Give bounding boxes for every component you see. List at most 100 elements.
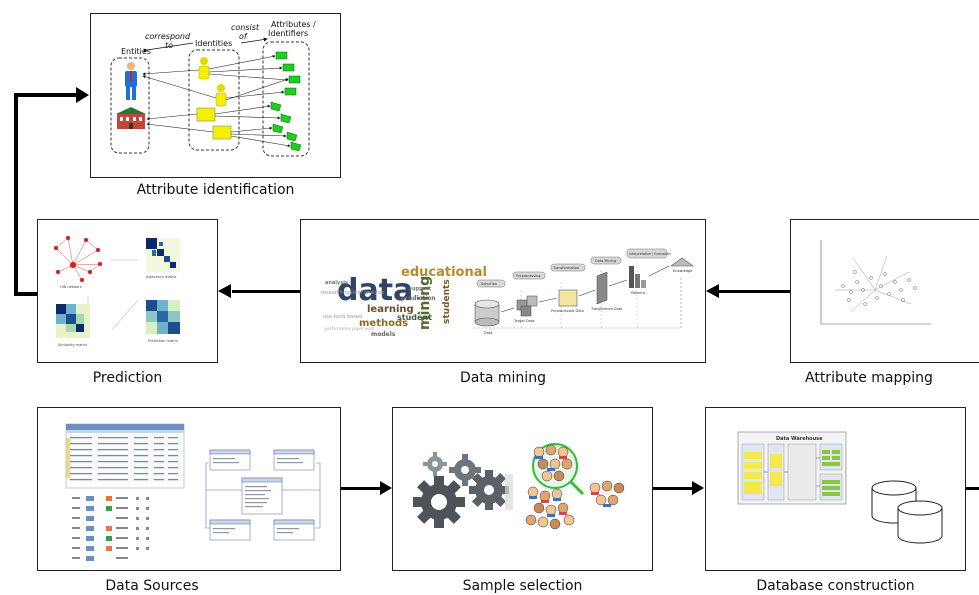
building-entity-icon: [116, 107, 146, 129]
people-crowd-icon: [525, 443, 625, 530]
transformed-data-icon: [596, 271, 608, 305]
step-label: Preprocessing: [516, 274, 540, 278]
attribute-icon: [275, 51, 288, 60]
hin-network-label: HIN network: [60, 285, 83, 289]
preprocessed-data-icon: [558, 289, 578, 307]
data-mining-panel: data educational mining learning methods…: [300, 219, 706, 363]
cloud-word: educational: [401, 265, 487, 280]
feedback-line-top: [14, 93, 78, 97]
arrow-to-data-mining: [706, 284, 719, 298]
attributes-label: Attributes /: [271, 20, 316, 29]
pipeline-knowledge-label: Knowledge: [673, 269, 692, 273]
of-label: of: [239, 32, 248, 41]
cloud-word: models: [371, 331, 396, 338]
target-data-icon: [516, 295, 538, 317]
identity-person-icon: [215, 84, 227, 107]
attribute-icon: [284, 87, 297, 96]
similarity-matrix-label: Similarity matrix: [58, 343, 87, 347]
adjacency-matrix-heatmap: [146, 238, 180, 272]
kdd-pipeline: Selection Preprocessing Transformation D…: [473, 248, 694, 335]
file-list-thumbnail: [72, 496, 149, 561]
arrow-to-sample-selection: [380, 481, 392, 495]
consist-label: consist: [231, 23, 260, 32]
sample-selection-panel: [392, 407, 653, 571]
sources-to-sample-line: [341, 487, 381, 490]
database-cylinders-icon: [871, 480, 943, 544]
attribute-identification-caption: Attribute identification: [136, 182, 295, 198]
identity-record-icon: [196, 107, 216, 122]
cloud-word: prediction: [401, 295, 436, 302]
attribute-flag-icon: [272, 123, 284, 134]
database-cylinder-icon: [474, 299, 500, 327]
svg-text:research system analysis: research system analysis: [321, 290, 385, 296]
data-warehouse-diagram: Data Warehouse: [737, 431, 847, 505]
cloud-word: learning: [367, 304, 414, 315]
attribute-flag-icon: [270, 101, 282, 112]
data-mining-figure: data educational mining learning methods…: [321, 248, 694, 338]
patterns-bar-icon: [629, 266, 646, 288]
data-sources-panel: [37, 407, 341, 571]
step-label: Selection: [481, 282, 497, 286]
attribute-mapping-scatter: [820, 240, 931, 325]
adjacency-matrix-label: Adjacency matrix: [146, 275, 177, 279]
step-label: Data Mining: [595, 259, 616, 263]
attribute-mapping-caption: Attribute mapping: [805, 370, 933, 386]
identifiers-label: Identifiers: [268, 29, 308, 38]
entity-identity-diagram: Entities correspond to Identities consis…: [110, 20, 316, 157]
prediction-panel: HIN network Adjacency matrix Similarity: [37, 219, 218, 363]
database-schema-diagram: [205, 449, 321, 541]
person-entity-icon: [125, 62, 137, 100]
cloud-word: mining: [417, 276, 433, 330]
pipeline-patterns-label: Patterns: [631, 291, 646, 295]
step-label: Interpretation / Evaluation: [629, 252, 671, 256]
database-construction-figure: Data Warehouse: [737, 431, 943, 544]
attribute-flag-icon: [290, 141, 302, 152]
data-sources-caption: Data Sources: [105, 578, 199, 594]
correspond-label: correspond: [145, 32, 191, 41]
prediction-matrix-heatmap: [146, 300, 180, 334]
step-label: Transformation: [552, 266, 579, 270]
pipeline-data-label: Data: [484, 331, 492, 335]
attribute-flag-icon: [280, 113, 292, 124]
cloud-word: methods: [359, 318, 408, 329]
attribute-icon: [288, 75, 301, 84]
prediction-caption: Prediction: [92, 370, 163, 386]
attribute-mapping-panel: [790, 219, 979, 363]
hin-network-graph: [53, 235, 103, 283]
attribute-icon: [282, 63, 295, 72]
knowledge-icon: [670, 257, 694, 267]
similarity-matrix-heatmap: [56, 304, 90, 338]
spreadsheet-thumbnail: [65, 423, 185, 489]
data-mining-caption: Data mining: [460, 370, 546, 386]
attribute-flag-icon: [286, 131, 298, 142]
gears-icon: [413, 452, 513, 528]
mapping-to-mining-line: [719, 290, 790, 293]
cloud-word: students: [442, 279, 452, 324]
identity-person-icon: [198, 57, 210, 80]
to-label: to: [165, 41, 173, 50]
arrow-to-attribute-identification: [76, 87, 89, 103]
attribute-identification-panel: Entities correspond to Identities consis…: [90, 13, 341, 178]
svg-text:performance paper work: performance paper work: [325, 326, 375, 331]
database-construction-caption: Database construction: [756, 578, 915, 594]
arrow-to-prediction: [218, 284, 231, 298]
entities-label: Entities: [121, 47, 151, 56]
pipeline-preprocessed-label: Preprocessed Data: [551, 309, 584, 313]
cloud-word: data: [337, 273, 413, 308]
pipeline-target-label: Target Data: [513, 319, 534, 323]
data-sources-figure: [65, 423, 321, 561]
identity-record-icon: [212, 125, 232, 140]
sample-to-database-line: [653, 487, 693, 490]
database-construction-panel: Data Warehouse: [705, 407, 966, 571]
arrow-to-database-construction: [692, 481, 704, 495]
mining-to-prediction-line: [232, 290, 300, 293]
prediction-figure: HIN network Adjacency matrix Similarity: [53, 235, 180, 347]
svg-text:use tools based: use tools based: [323, 314, 362, 320]
word-cloud: data educational mining learning methods…: [321, 265, 487, 338]
pipeline-transformed-label: Transformed Data: [590, 307, 622, 311]
identities-label: Identities: [195, 39, 232, 48]
cloud-word: support: [409, 286, 432, 292]
database-to-mapping-line: [966, 487, 979, 490]
feedback-line-vertical: [14, 95, 18, 294]
mapping-arrows: [142, 54, 291, 148]
